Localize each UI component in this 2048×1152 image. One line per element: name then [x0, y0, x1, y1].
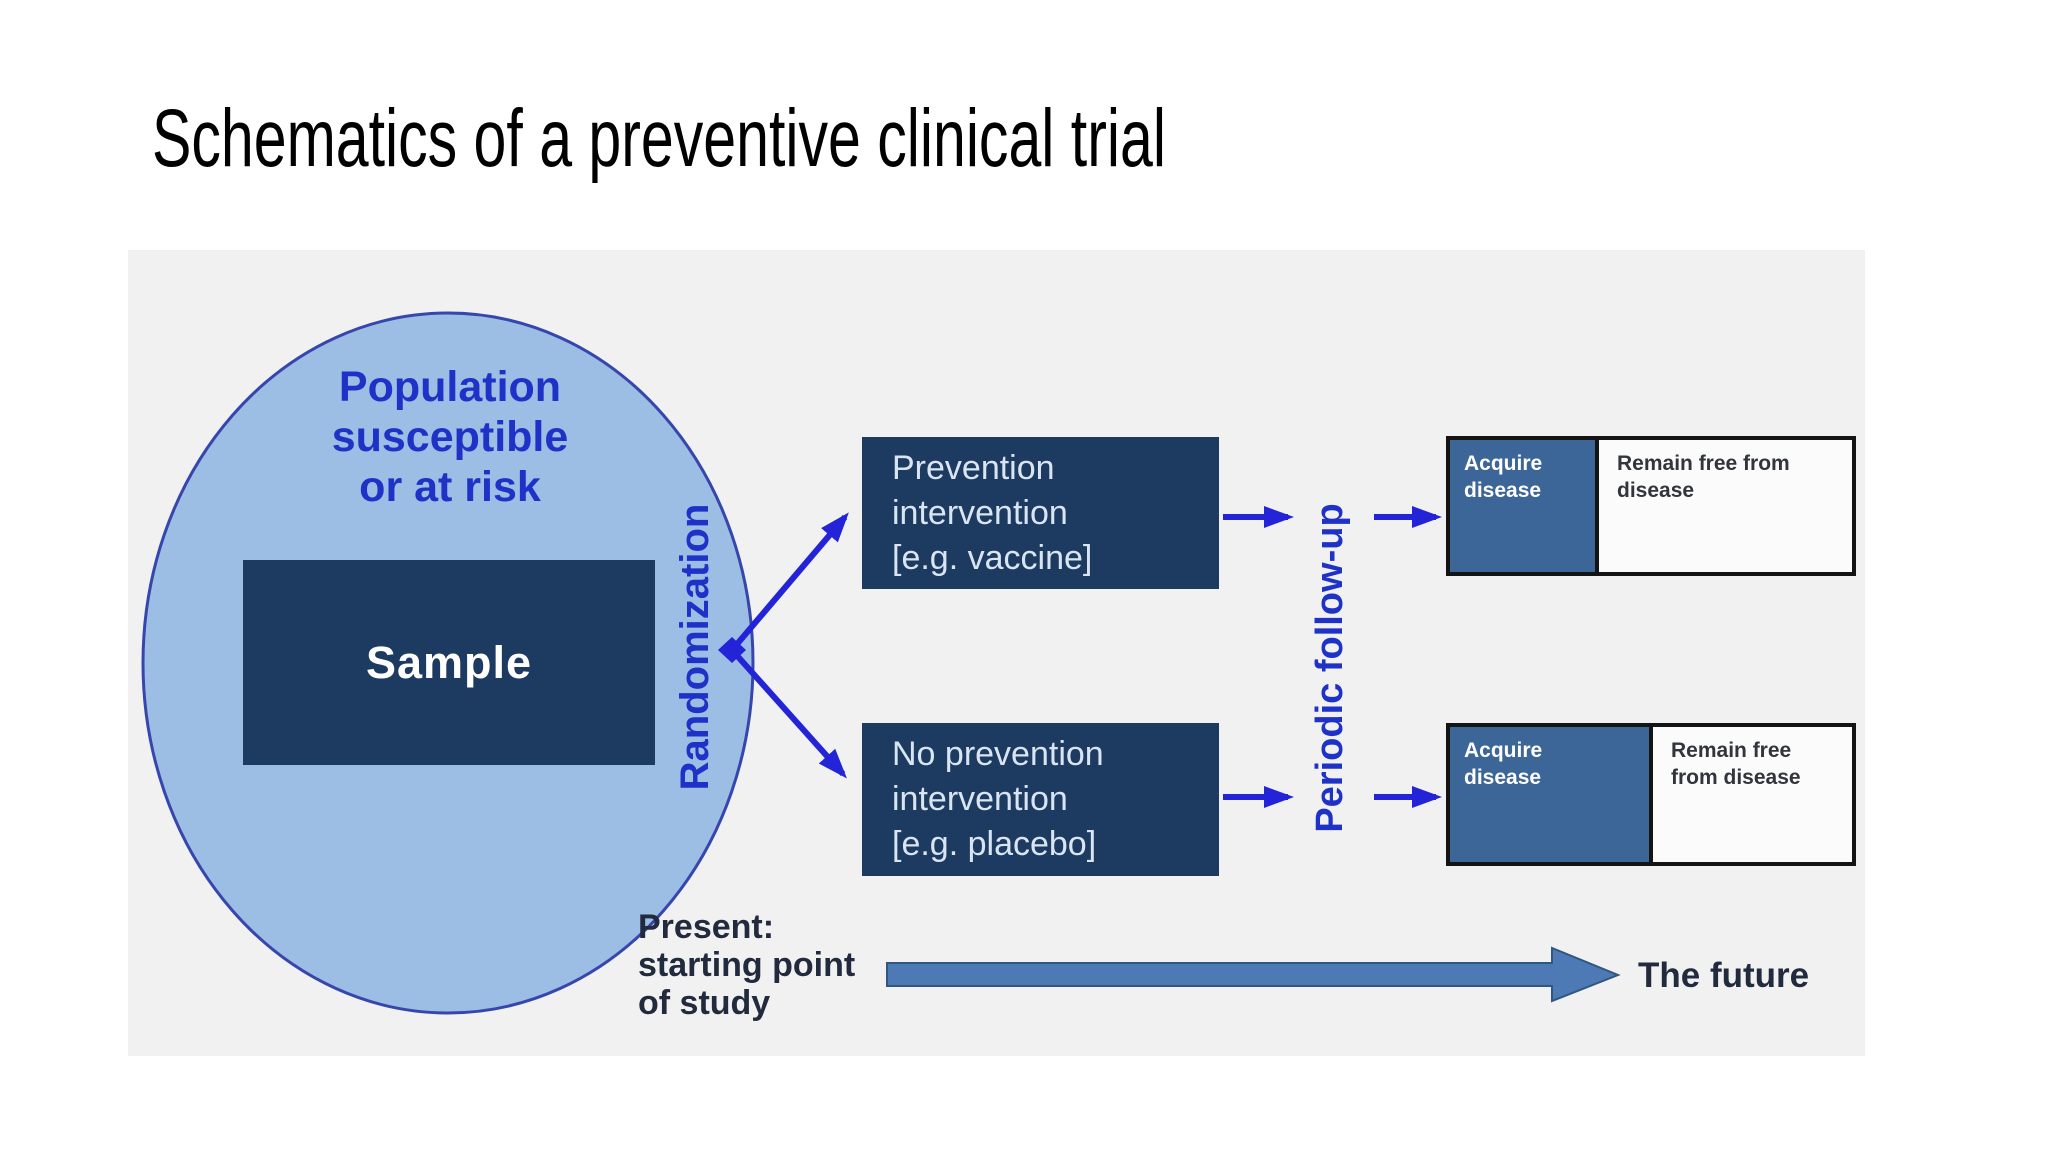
branch-vertex-dot [718, 637, 746, 663]
sample-label: Sample [365, 636, 533, 688]
top-outcome-box: Acquire disease Remain free from disease [1446, 436, 1856, 576]
branch-arrow-to-no-prevention [729, 647, 848, 779]
periodic-followup-label: Periodic follow-up [1309, 503, 1351, 833]
bottom-acquire-disease-cell: Acquire disease [1450, 727, 1653, 862]
top-acquire-disease-cell: Acquire disease [1450, 440, 1599, 572]
present-starting-point-label: Present: starting point of study [638, 908, 856, 1022]
bottom-outcome-box: Acquire disease Remain free from disease [1446, 723, 1856, 866]
slide-title: Schematics of a preventive clinical tria… [152, 93, 1166, 184]
bottom-remain-free-cell: Remain free from disease [1671, 739, 1801, 789]
the-future-label: The future [1638, 956, 1810, 995]
branch-arrow-to-prevention [729, 512, 849, 652]
population-label: Population susceptible or at risk [331, 363, 569, 511]
randomization-label: Randomization [673, 503, 717, 791]
top-remain-free-cell: Remain free from disease [1617, 452, 1790, 502]
prevention-arm-box: Prevention intervention [e.g. vaccine] [862, 437, 1219, 589]
timeline-arrow [886, 946, 1621, 1003]
sample-box: Sample [243, 560, 655, 765]
no-prevention-arm-box: No prevention intervention [e.g. placebo… [862, 723, 1219, 876]
